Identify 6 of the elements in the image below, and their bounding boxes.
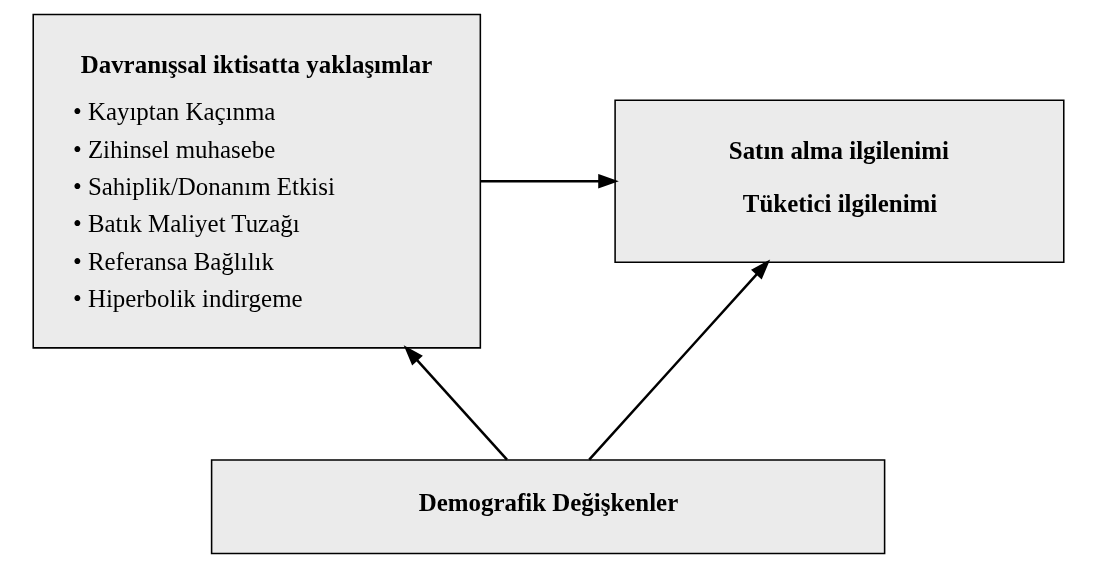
arrow: [479, 173, 619, 189]
arrow: [587, 259, 770, 461]
node-box: Davranışsal iktisatta yaklaşımlar • Kayıptan Kaçınma • Zihinsel muhasebe • Sahiplik/Donanım Etkisi • Batık Maliyet Tuzağı • Referansa Bağlılık • Hiperbolik indirgeme: [31, 13, 481, 349]
arrow: [403, 345, 508, 461]
node-box: Satın alma ilgilenimi Tüketici ilgilenimi: [613, 99, 1065, 263]
node-box: Demografik Değişkenler: [210, 459, 885, 555]
